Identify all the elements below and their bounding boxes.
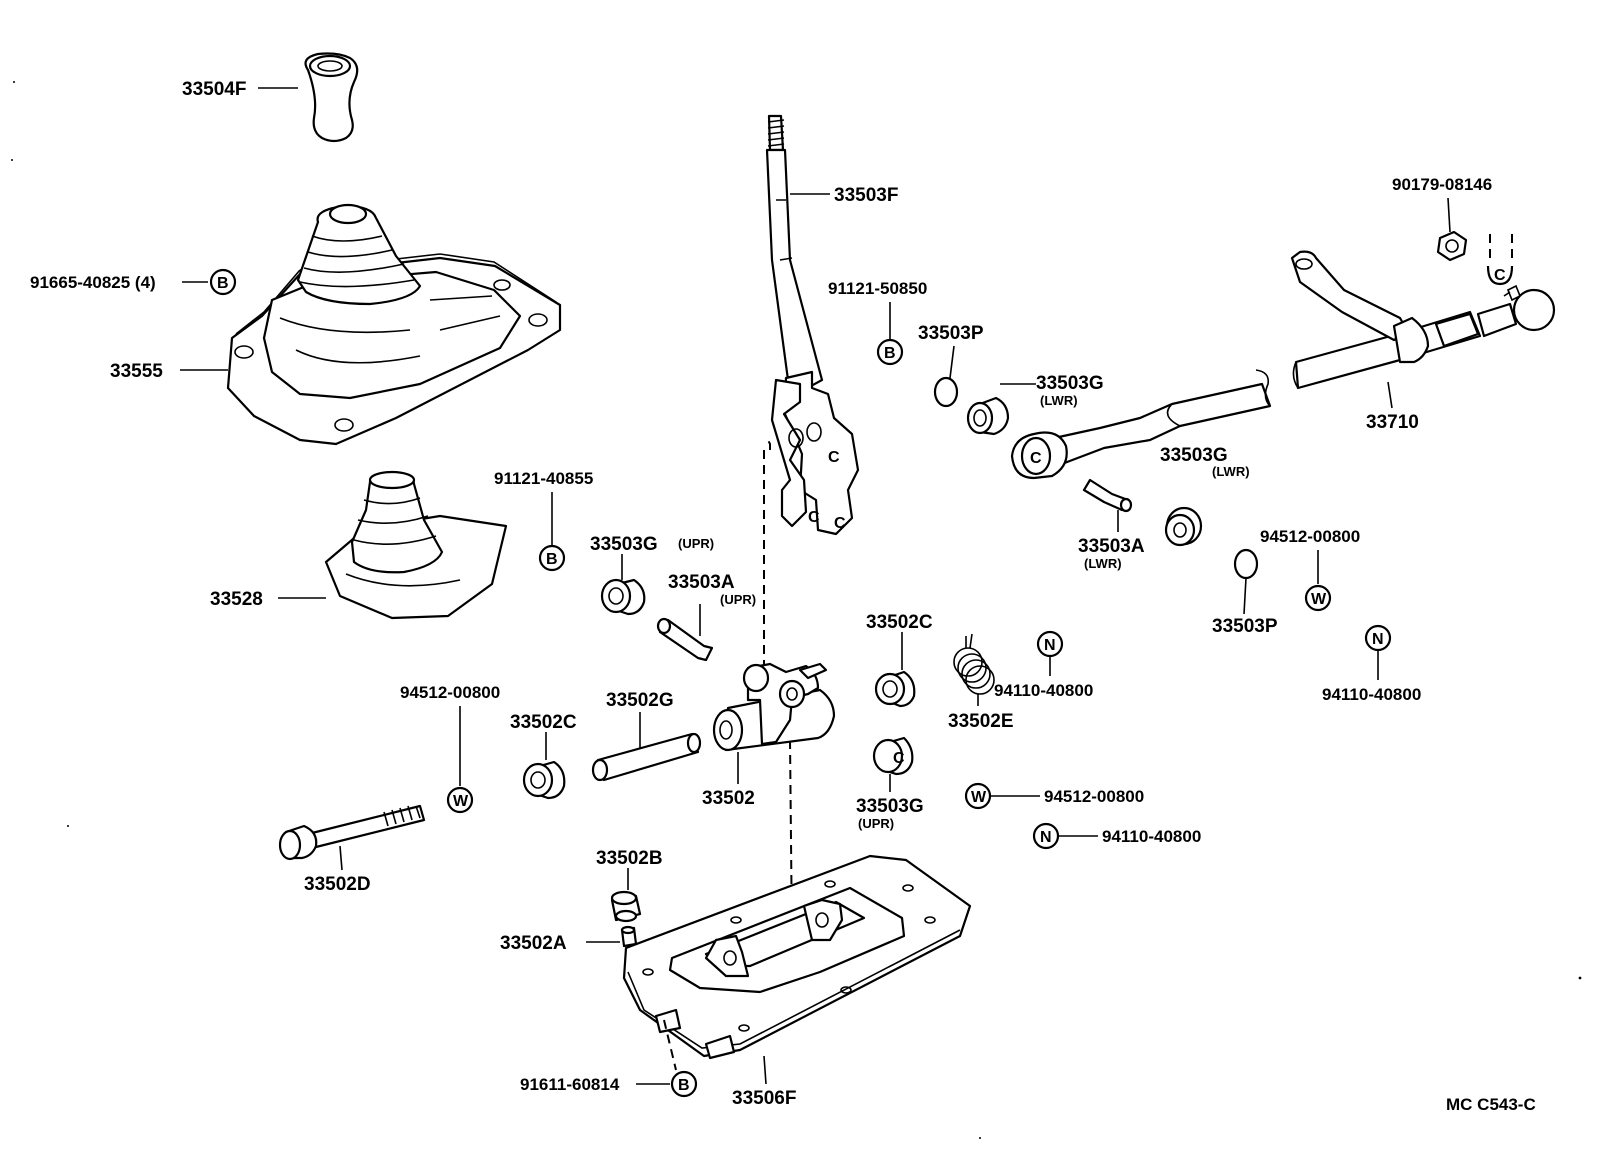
pin-g-drawing [591, 732, 702, 782]
shift-lever-drawing: C C C [765, 114, 860, 536]
w-symbol-1: W [1304, 584, 1332, 612]
label-outer-boot: 33555 [110, 361, 163, 382]
bushing-c-mid [874, 670, 916, 708]
label-nut-right: 94110-40800 [1322, 685, 1421, 704]
pin-a-small [620, 925, 638, 948]
label-p-lower: 33503P [1212, 616, 1278, 637]
svg-text:B: B [217, 275, 229, 292]
shift-knob-drawing [304, 52, 359, 143]
pin-a-lwr [1082, 478, 1133, 513]
c-mark-6: C [893, 750, 905, 767]
b-symbol-1: B [209, 268, 237, 296]
c-mark-2: C [808, 509, 820, 526]
label-inner-boot: 33528 [210, 589, 263, 610]
label-bolt-d: 33502D [304, 874, 371, 895]
label-pin-g: 33502G [606, 690, 674, 711]
label-g-lwr-mid: 33503G [1160, 445, 1228, 466]
label-pin-a-small: 33502A [500, 933, 567, 954]
svg-text:W: W [453, 793, 469, 810]
label-c-mid: 33502C [866, 612, 933, 633]
label-a-upr: 33503A [668, 572, 735, 593]
svg-text:B: B [546, 551, 558, 568]
svg-text:W: W [1311, 591, 1327, 608]
bushing-g-upr [600, 578, 646, 616]
bolt-d-drawing [278, 804, 426, 861]
bushing-g-lwr-mid [1164, 506, 1203, 547]
c-clip-drawing [1486, 265, 1514, 286]
c-mark-3: C [834, 515, 846, 532]
n-symbol-3: N [1032, 822, 1060, 850]
label-g-lwr-upper: 33503G [1036, 373, 1104, 394]
c-mark-1: C [828, 449, 840, 466]
label-boot-screw: 91665-40825 (4) [30, 273, 156, 292]
label-g-upr: 33503G [590, 534, 658, 555]
label-c-left: 33502C [510, 712, 577, 733]
outer-boot-drawing [226, 203, 562, 446]
b-symbol-4: B [670, 1070, 698, 1098]
bushing-g-lwr-upper [966, 396, 1010, 436]
diagram-code: MC C543-C [1446, 1095, 1536, 1114]
bushing-g-upr-low: C [872, 736, 914, 776]
b-symbol-3: B [876, 338, 904, 366]
bolt-60814-dash [663, 1019, 677, 1071]
nut-08146-drawing [1436, 230, 1468, 262]
label-lever: 33503F [834, 185, 898, 206]
label-bolt-60814: 91611-60814 [520, 1075, 620, 1094]
svg-text:N: N [1044, 637, 1056, 654]
svg-text:B: B [678, 1077, 690, 1094]
w-symbol-2: W [964, 782, 992, 810]
bushing-c-left [522, 760, 566, 800]
inner-boot-drawing [324, 470, 508, 620]
label-bolt-40855: 91121-40855 [494, 469, 593, 488]
label-plug-b: 33502B [596, 848, 663, 869]
label-washer-low: 94512-00800 [1044, 787, 1144, 806]
ring-p-lower [1233, 548, 1259, 580]
b-symbol-2: B [538, 544, 566, 572]
w-symbol-3: W [446, 786, 474, 814]
label-nut-low: 94110-40800 [1102, 827, 1201, 846]
label-g-upr-note: (UPR) [678, 536, 714, 551]
label-a-lwr-note: (LWR) [1084, 556, 1122, 571]
label-g-upr-low-note: (UPR) [858, 816, 894, 831]
label-nut-mid: 94110-40800 [994, 681, 1093, 700]
n-symbol-2: N [1036, 630, 1064, 658]
label-nut-08146: 90179-08146 [1392, 175, 1492, 194]
label-g-lwr-upper-note: (LWR) [1040, 393, 1078, 408]
spring-e-drawing [953, 633, 995, 695]
label-g-lwr-mid-note: (LWR) [1212, 464, 1250, 479]
center-line-upper [763, 439, 771, 666]
shift-housing-drawing [712, 662, 836, 752]
label-rod: 33710 [1366, 412, 1419, 433]
label-washer-right: 94512-00800 [1260, 527, 1360, 546]
shift-rod-drawing: C [1010, 250, 1556, 480]
svg-text:N: N [1372, 631, 1384, 648]
c-mark-5: C [1494, 267, 1506, 284]
label-p-upper: 33503P [918, 323, 984, 344]
svg-text:W: W [971, 789, 987, 806]
label-housing: 33502 [702, 788, 755, 809]
plug-b-drawing [610, 890, 642, 923]
svg-text:B: B [884, 345, 896, 362]
svg-text:N: N [1040, 829, 1052, 846]
label-bolt-50850: 91121-50850 [828, 279, 927, 298]
label-a-lwr: 33503A [1078, 536, 1145, 557]
label-retainer: 33506F [732, 1088, 796, 1109]
label-washer-left: 94512-00800 [400, 683, 500, 702]
pin-a-upr [656, 617, 714, 662]
label-g-upr-low: 33503G [856, 796, 924, 817]
c-mark-4: C [1030, 450, 1042, 467]
ring-p-upper [933, 376, 959, 408]
n-symbol-1: N [1364, 624, 1392, 652]
label-knob: 33504F [182, 79, 246, 100]
label-a-upr-note: (UPR) [720, 592, 756, 607]
retainer-drawing [622, 854, 972, 1060]
label-spring: 33502E [948, 711, 1014, 732]
